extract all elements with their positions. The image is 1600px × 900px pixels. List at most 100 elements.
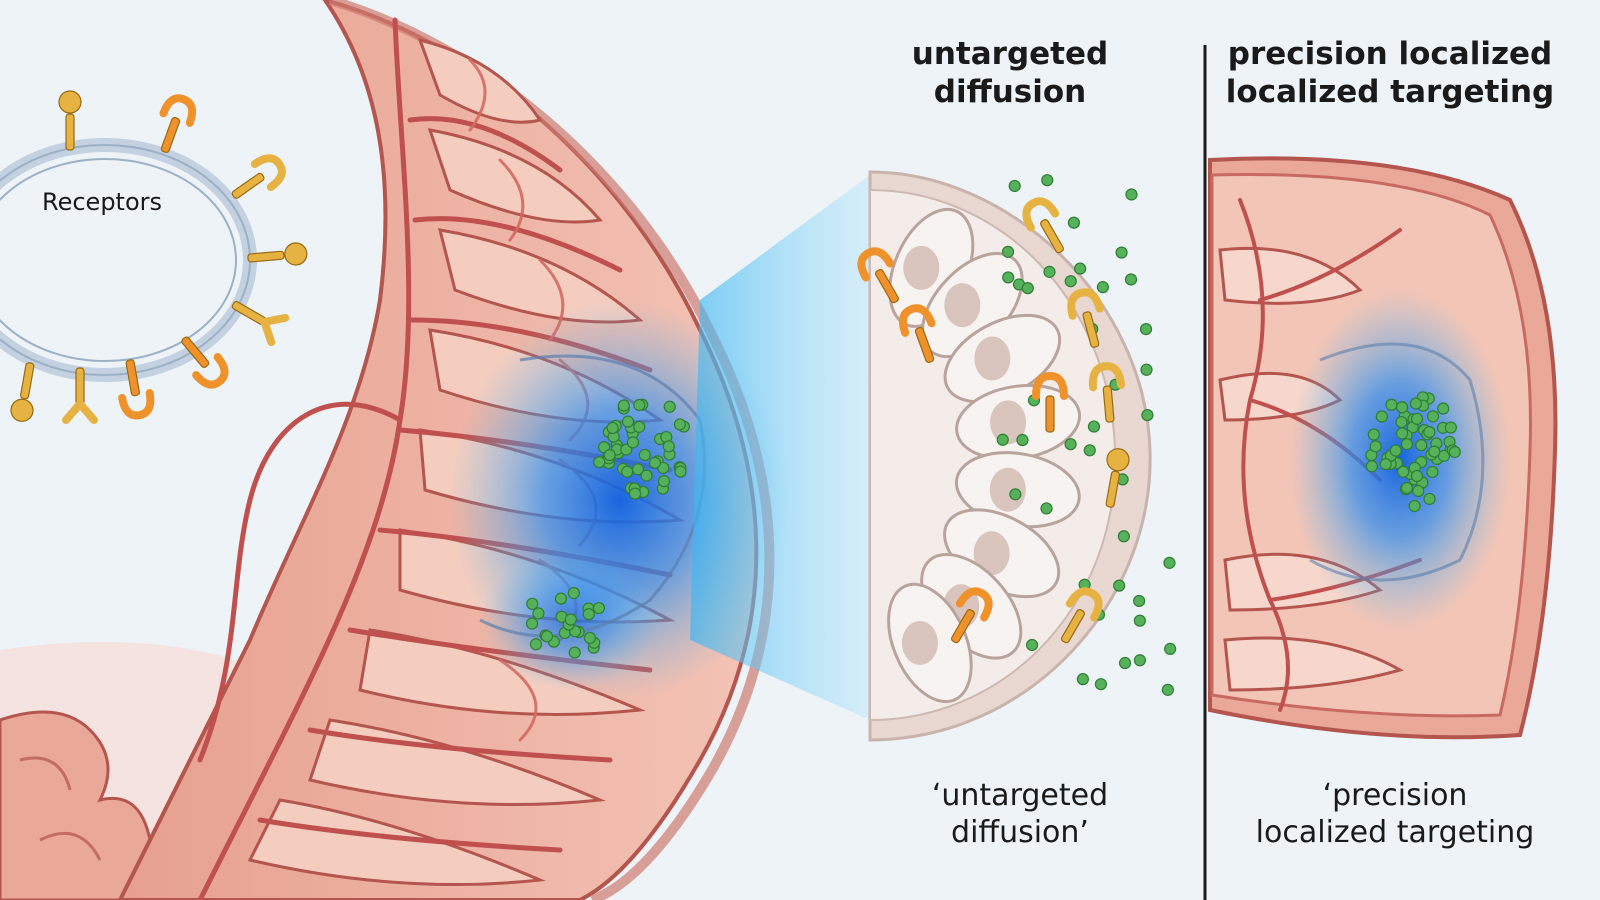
particle	[1001, 245, 1015, 258]
particle	[633, 420, 646, 433]
untargeted-caption: ‘untargeted diffusion’	[931, 778, 1109, 850]
particle	[662, 440, 675, 453]
particle	[1064, 275, 1077, 288]
particle	[1426, 410, 1440, 423]
receptor-icon	[1022, 197, 1064, 254]
particle	[568, 646, 581, 659]
receptor-icon	[1061, 587, 1103, 644]
particle	[1437, 402, 1450, 415]
particle	[1428, 445, 1441, 458]
particle	[1412, 484, 1425, 498]
particle	[1133, 654, 1147, 667]
particle	[525, 617, 539, 630]
particle	[526, 597, 539, 610]
particle	[1423, 492, 1436, 506]
particle	[593, 456, 606, 469]
particle	[621, 465, 634, 478]
particle	[554, 592, 568, 605]
particle	[1365, 460, 1378, 473]
particle	[1139, 322, 1153, 336]
particle	[1133, 594, 1146, 608]
targeted-tissue-section	[1208, 156, 1558, 740]
receptor-icon	[1105, 448, 1130, 508]
receptor-icon	[58, 90, 82, 151]
particle	[1118, 656, 1132, 670]
receptor-icon	[159, 94, 197, 154]
particle-cluster-wall	[525, 398, 690, 659]
particle	[1400, 438, 1414, 451]
particle	[1074, 262, 1087, 275]
particle	[1426, 465, 1439, 479]
particle	[628, 487, 642, 500]
particle	[1125, 188, 1138, 201]
cell-nucleus	[903, 245, 940, 290]
particle	[673, 418, 687, 431]
particle	[1395, 401, 1409, 414]
particle	[1096, 281, 1109, 294]
particle	[1369, 440, 1382, 453]
receptor-icon	[1088, 362, 1125, 423]
receptor-icon	[951, 587, 993, 644]
particle	[1094, 678, 1108, 691]
particle	[1164, 642, 1177, 655]
particle	[582, 608, 595, 621]
particle	[1448, 445, 1461, 459]
particle	[1002, 271, 1015, 284]
receptor-set	[10, 90, 308, 424]
particle	[532, 607, 545, 620]
receptor-icon	[62, 367, 98, 424]
particle	[1115, 246, 1128, 259]
particle	[626, 436, 640, 449]
receptor-icon	[898, 304, 936, 364]
cell-nucleus	[901, 620, 938, 665]
particle	[621, 415, 635, 428]
particle	[606, 421, 619, 435]
cell-nucleus	[973, 531, 1010, 576]
particle	[1379, 458, 1392, 471]
particle	[1124, 273, 1138, 286]
targeted-heading: precision localized localized targeting	[1225, 36, 1555, 110]
particle	[1410, 469, 1424, 483]
particle	[1423, 426, 1436, 439]
particle	[1397, 465, 1410, 478]
particle	[996, 433, 1009, 446]
particle	[638, 448, 651, 462]
particle	[1140, 363, 1153, 376]
particle	[1067, 216, 1081, 229]
particle	[1367, 428, 1380, 441]
particle	[1117, 530, 1130, 543]
particle	[1016, 433, 1029, 447]
particle	[1021, 282, 1034, 295]
particle	[1076, 673, 1090, 686]
particle	[592, 601, 606, 615]
cell-nucleus	[990, 400, 1027, 445]
particle	[633, 398, 646, 412]
receptor-icon	[231, 154, 286, 199]
particle	[640, 469, 653, 482]
particle	[1141, 408, 1154, 422]
particle	[1113, 579, 1126, 592]
particle	[1083, 444, 1096, 457]
receptor-icon	[10, 362, 35, 422]
particle	[1400, 481, 1414, 495]
receptor-icon	[1067, 288, 1104, 348]
particle	[657, 475, 671, 488]
receptor-icon	[1032, 371, 1068, 433]
targeted-caption: ‘precision localized targeting	[1255, 778, 1535, 850]
particle	[1041, 174, 1054, 187]
particle-cluster-targeted	[1365, 391, 1461, 513]
receptor-icon	[231, 301, 290, 347]
cell-nucleus	[944, 283, 981, 328]
particle	[603, 448, 616, 462]
particle	[1009, 488, 1022, 501]
particle	[1385, 398, 1398, 411]
particle	[674, 465, 687, 478]
particle	[529, 638, 543, 651]
particle	[1415, 439, 1428, 452]
particle	[1444, 421, 1457, 434]
receptors-label: Receptors	[42, 188, 163, 216]
particle	[1409, 397, 1422, 410]
particle	[1389, 444, 1402, 457]
particle	[663, 400, 676, 413]
